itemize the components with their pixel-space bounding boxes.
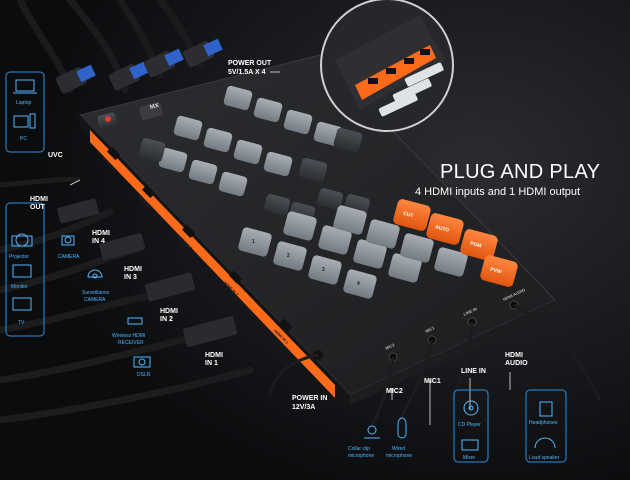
- label-hdmi-in3-1: HDMI: [124, 266, 142, 273]
- label-uvc: UVC: [48, 152, 63, 159]
- label-hdmi-audio-2: AUDIO: [505, 360, 528, 367]
- device-monitor: Monitor: [11, 284, 28, 290]
- device-outline-boxes: [5, 71, 567, 463]
- usb-connectors: [55, 38, 223, 94]
- hdmi-connectors: [57, 198, 238, 347]
- device-cd-player: CD Player: [458, 422, 481, 428]
- device-icons: [11, 79, 556, 451]
- device-dslr: DSLR: [137, 372, 151, 378]
- label-hdmi-out-1: HDMI: [30, 196, 48, 203]
- power-out-title: POWER OUT: [228, 60, 272, 67]
- headline: PLUG AND PLAY: [440, 161, 601, 183]
- key-3: 3: [322, 267, 325, 273]
- device-pc: PC: [20, 136, 27, 142]
- power-out-inset: [320, 0, 454, 132]
- device-surveillance-2: CAMERA: [84, 297, 106, 303]
- top-buttons: [97, 102, 163, 129]
- label-mic1: MIC1: [424, 378, 441, 385]
- power-in-spec: 12V/3A: [292, 404, 316, 411]
- label-line-in: LINE IN: [461, 368, 486, 375]
- label-mic2: MIC2: [386, 388, 403, 395]
- label-hdmi-out-2: OUT: [30, 204, 45, 211]
- device-wireless-2: RECEIVER: [118, 340, 144, 346]
- device-camera: CAMERA: [58, 254, 80, 260]
- label-hdmi-in1-2: IN 1: [205, 360, 218, 367]
- device-surveillance-1: Surveillance: [82, 290, 110, 296]
- device-mixer: Mixer: [463, 455, 476, 461]
- label-hdmi-in2-2: IN 2: [160, 316, 173, 323]
- device-tv: TV: [18, 320, 25, 326]
- label-hdmi-in2-1: HDMI: [160, 308, 178, 315]
- device-laptop: Laptop: [16, 100, 32, 106]
- side-hdmi-ports: [106, 146, 323, 360]
- keypad: [138, 85, 518, 299]
- device-wired-mic-2: microphone: [386, 453, 413, 459]
- device-headphones: Headphones: [529, 420, 558, 426]
- label-hdmi-in1-1: HDMI: [205, 352, 223, 359]
- device-loud-speaker: Loud speaker: [529, 455, 560, 461]
- callout-lines: [69, 71, 511, 425]
- label-hdmi-in4-2: IN 4: [92, 238, 105, 245]
- power-out-spec: 5V/1.5A X 4: [228, 69, 266, 76]
- key-4: 4: [357, 281, 360, 287]
- label-hdmi-in4-1: HDMI: [92, 230, 110, 237]
- uvc-cable: [0, 176, 81, 188]
- device-wireless-1: Wireless HDMI: [112, 333, 146, 339]
- key-1: 1: [252, 239, 255, 245]
- subline: 4 HDMI inputs and 1 HDMI output: [415, 186, 581, 198]
- label-hdmi-audio-1: HDMI: [505, 352, 523, 359]
- power-in-title: POWER IN: [292, 395, 328, 402]
- device-collar-mic-2: microphone: [348, 453, 375, 459]
- device-wired-mic-1: Wired: [392, 446, 406, 452]
- device-projector: Projector: [9, 254, 30, 260]
- key-2: 2: [287, 253, 290, 259]
- device-collar-mic-1: Collar clip: [348, 446, 370, 452]
- label-hdmi-in3-2: IN 3: [124, 274, 137, 281]
